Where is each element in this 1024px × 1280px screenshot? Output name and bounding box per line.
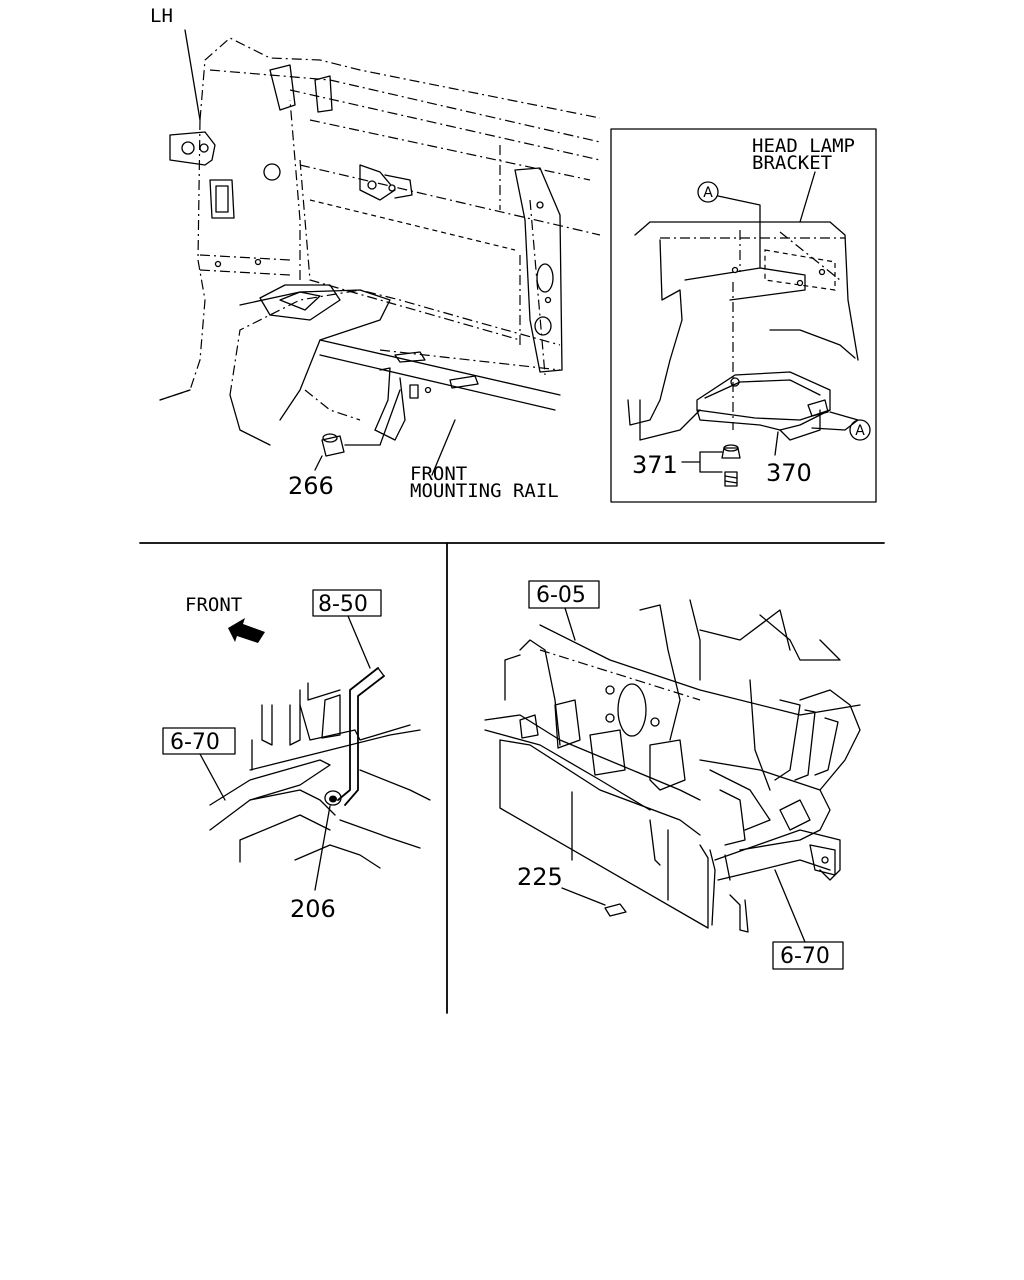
front-arrow-icon (228, 618, 265, 643)
front-mounting-rail-line2: MOUNTING RAIL (410, 480, 559, 502)
head-lamp-bracket-inset: HEAD LAMP BRACKET A A (610, 128, 877, 503)
drain-hose-view: FRONT 8-50 6-70 206 (162, 589, 431, 923)
ref-6-70-right-label: 6-70 (780, 944, 830, 969)
front-mounting-rail-line1: FRONT (410, 463, 467, 485)
ref-box-6-70-left (162, 727, 236, 755)
marker-a-bottom (849, 419, 871, 441)
ref-box-6-70-right (772, 941, 844, 970)
part-370-label: 370 (766, 459, 812, 487)
part-225-label: 225 (517, 863, 563, 891)
part-266-label: 266 (288, 472, 334, 500)
inset-title-line1: HEAD LAMP (752, 135, 855, 157)
marker-a-top (697, 181, 719, 203)
part-371-label: 371 (632, 451, 678, 479)
marker-a-top-text: A (703, 185, 713, 201)
splash-shield-view: 6-05 (484, 580, 861, 970)
ref-6-05-label: 6-05 (536, 583, 586, 608)
inset-title-line2: BRACKET (752, 152, 832, 174)
ref-box-8-50 (312, 589, 382, 617)
ref-8-50-label: 8-50 (318, 592, 368, 617)
inset-frame (610, 128, 877, 503)
lh-label: LH (150, 5, 173, 27)
ref-box-6-05 (528, 580, 600, 609)
front-panel-view: LH (150, 5, 601, 502)
marker-a-bottom-text: A (855, 423, 865, 439)
part-206-label: 206 (290, 895, 336, 923)
ref-6-70-left-label: 6-70 (170, 730, 220, 755)
front-direction-label: FRONT (185, 594, 242, 616)
